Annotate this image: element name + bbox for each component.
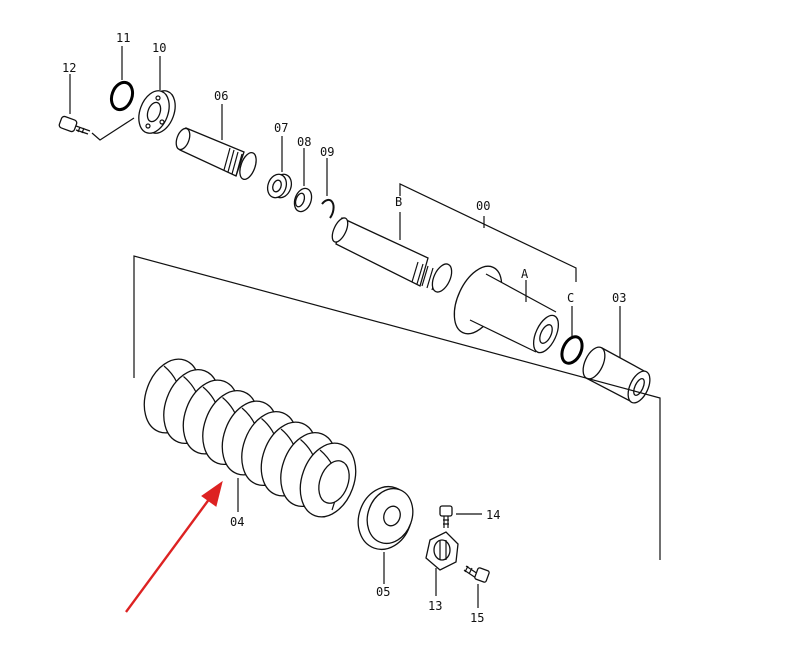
callout-B: B (395, 195, 402, 209)
callout-15: 15 (470, 611, 484, 625)
callout-11: 11 (116, 31, 130, 45)
spring-end-face (318, 460, 350, 504)
callout-10: 10 (152, 41, 166, 55)
part-05-seat (357, 485, 414, 551)
callout-03: 03 (612, 291, 626, 305)
callout-14: 14 (486, 508, 500, 522)
red-arrow (125, 480, 223, 613)
part-14-screw (439, 505, 453, 528)
callout-00: 00 (476, 199, 490, 213)
callout-08: 08 (297, 135, 311, 149)
part-C-oring (560, 335, 584, 365)
callout-A: A (521, 267, 529, 281)
part-12-bolt (58, 115, 91, 135)
part-13-nut (425, 531, 459, 571)
leader-10-bracket (91, 117, 135, 141)
part-04-spring (143, 358, 357, 518)
part-03-bushing (582, 346, 651, 404)
callout-04: 04 (230, 515, 244, 529)
part-09-snap-ring (321, 198, 335, 219)
part-00-assembly (331, 217, 560, 354)
callout-05: 05 (376, 585, 390, 599)
part-15-bolt (463, 565, 490, 583)
part-06-shaft (175, 127, 257, 181)
spring-group-bracket (133, 255, 661, 560)
callout-13: 13 (428, 599, 442, 613)
callout-06: 06 (214, 89, 228, 103)
part-10-flange (138, 90, 176, 134)
callout-12: 12 (62, 61, 76, 75)
callout-C: C (567, 291, 574, 305)
leader-00-bracket (399, 183, 577, 282)
part-11-oring (109, 80, 135, 112)
part-08-washer (293, 187, 313, 213)
callout-09: 09 (320, 145, 334, 159)
callout-07: 07 (274, 121, 288, 135)
part-07-bushing (266, 173, 293, 199)
